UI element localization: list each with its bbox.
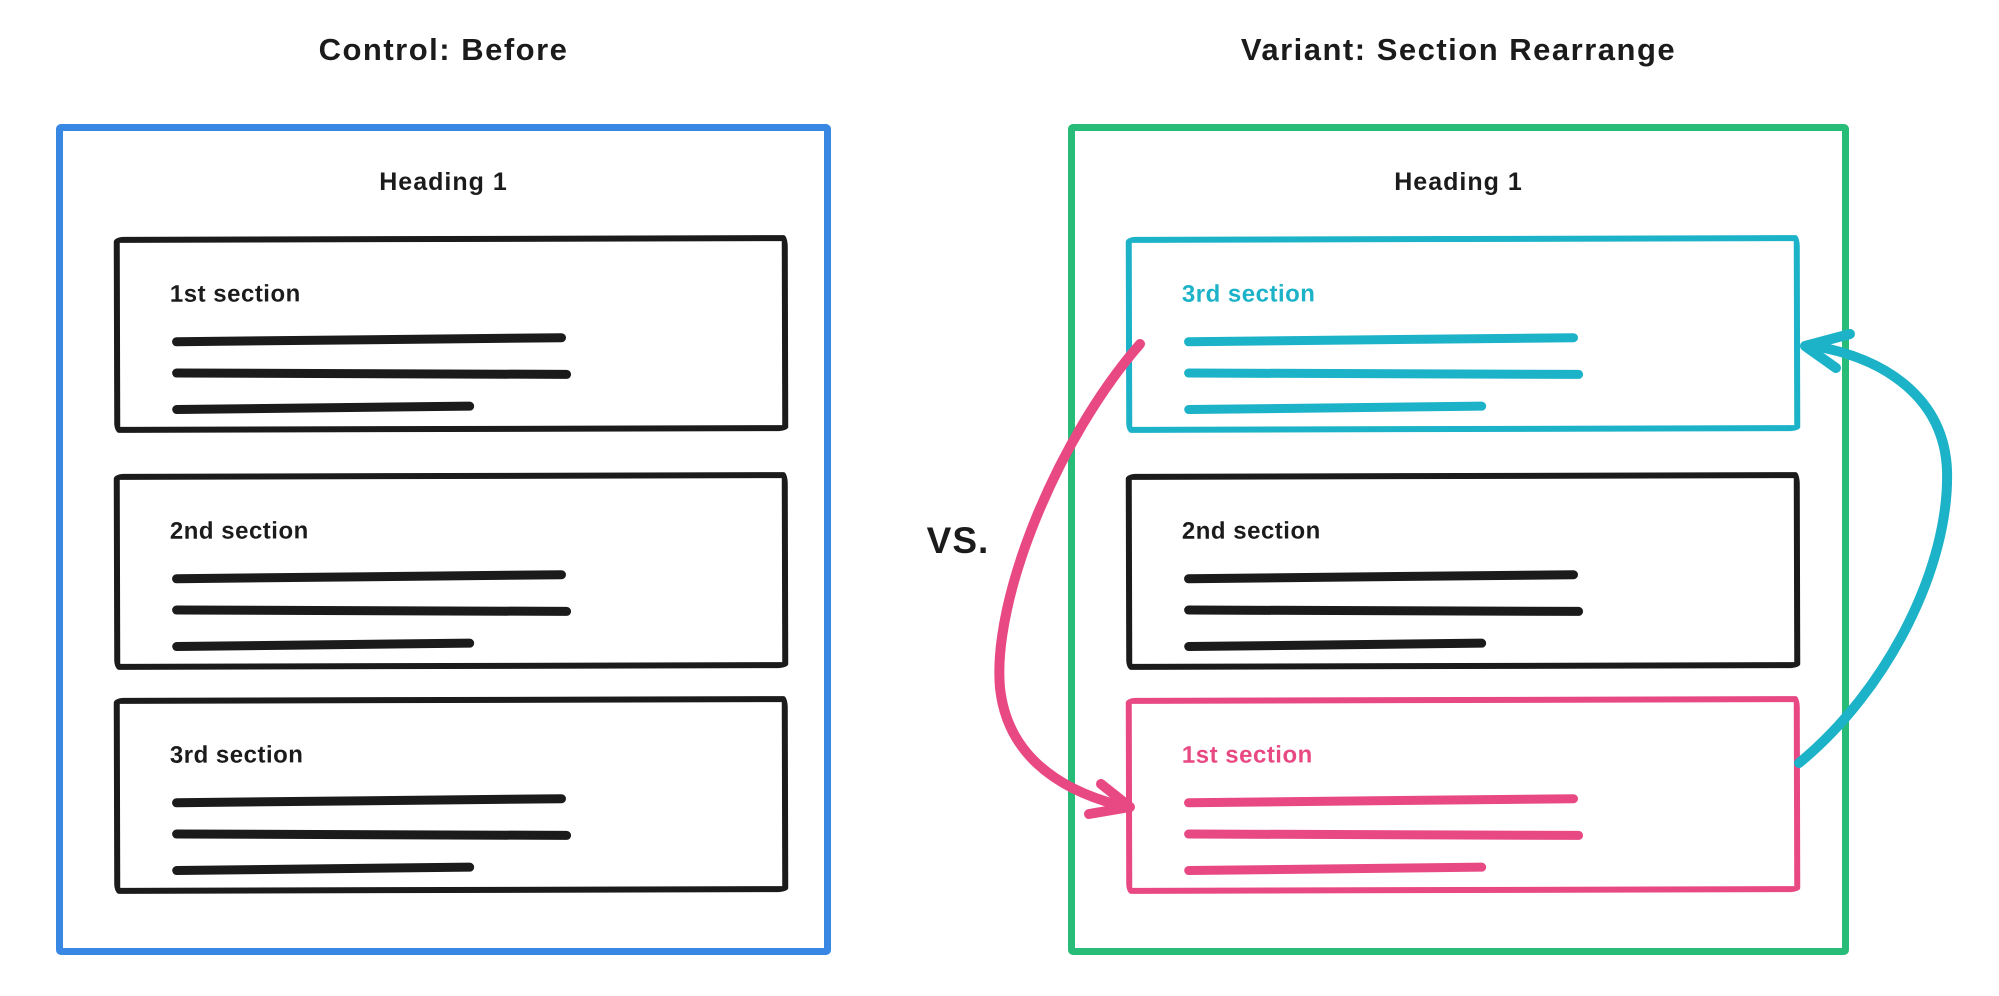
text-placeholder-line (172, 401, 475, 415)
text-placeholder-line (172, 829, 572, 840)
control-frame: Heading 1 1st section 2nd section 3rd se… (56, 124, 831, 955)
text-placeholder-line (1184, 368, 1584, 379)
text-placeholder-line (1184, 829, 1584, 840)
section-label: 3rd section (1181, 280, 1316, 308)
text-placeholder-line (171, 794, 567, 808)
control-heading: Heading 1 (379, 168, 508, 196)
text-placeholder-line (1183, 794, 1579, 808)
variant-heading: Heading 1 (1394, 168, 1523, 196)
text-placeholder-line (1183, 333, 1579, 347)
text-placeholder-line (171, 333, 567, 347)
text-placeholder-line (1184, 638, 1487, 652)
section-label: 2nd section (1181, 517, 1321, 545)
variant-section-middle: 2nd section (1125, 472, 1801, 670)
text-placeholder-line (172, 605, 572, 616)
text-placeholder-line (172, 368, 572, 379)
text-placeholder-line (1184, 605, 1584, 616)
versus-label: VS. (926, 520, 990, 561)
section-label: 1st section (169, 280, 301, 308)
text-placeholder-line (1184, 862, 1487, 876)
variant-section-moved-down: 1st section (1125, 696, 1801, 894)
text-placeholder-line (1184, 401, 1487, 415)
text-placeholder-line (172, 638, 475, 652)
section-label: 2nd section (169, 517, 309, 545)
variant-frame: Heading 1 3rd section 2nd section 1st se… (1068, 124, 1849, 955)
control-section-1: 1st section (113, 235, 789, 433)
text-placeholder-line (172, 862, 475, 876)
text-placeholder-line (1183, 570, 1579, 584)
control-section-3: 3rd section (113, 696, 789, 894)
control-section-2: 2nd section (113, 472, 789, 670)
variant-section-moved-up: 3rd section (1125, 235, 1801, 433)
variant-panel-title: Variant: Section Rearrange (1240, 32, 1677, 67)
section-label: 3rd section (169, 741, 304, 769)
section-label: 1st section (1181, 741, 1313, 769)
control-panel-title: Control: Before (318, 32, 569, 67)
text-placeholder-line (171, 570, 567, 584)
